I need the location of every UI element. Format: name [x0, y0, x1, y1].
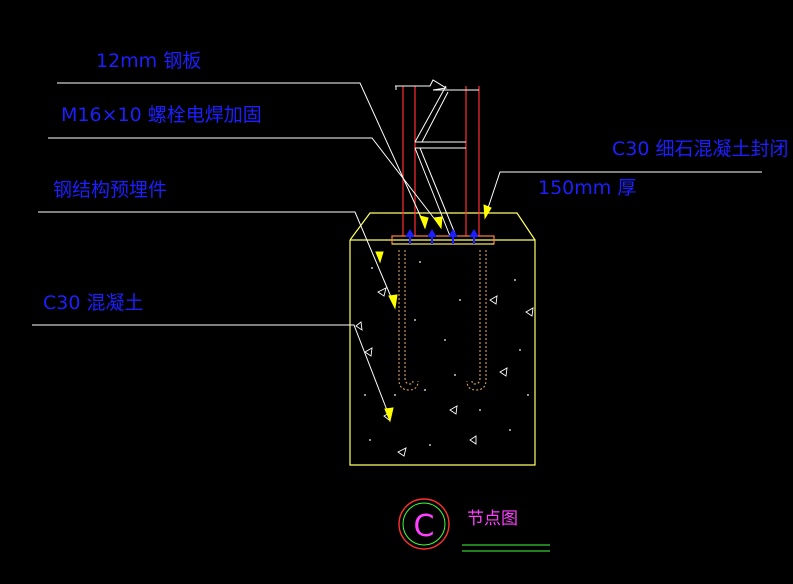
leader-embedded-part: [38, 211, 395, 305]
bolt-markers: [405, 229, 479, 244]
seal-cap-outline: [349, 212, 536, 241]
label-concrete: C30 混凝土: [43, 292, 143, 314]
label-seal-line2: 150mm 厚: [538, 177, 636, 199]
label-steel-plate: 12mm 钢板: [96, 50, 201, 72]
concrete-dots: [364, 261, 529, 446]
leader-concrete: [32, 324, 391, 419]
title-block: C 节点图: [398, 498, 550, 552]
concrete-pedestal: [349, 212, 536, 466]
label-bolt: M16×10 螺栓电焊加固: [61, 104, 262, 126]
concrete-hatch: [355, 287, 534, 457]
label-seal-line1: C30 细石混凝土封闭: [612, 138, 788, 160]
title-circle-outer: [398, 498, 450, 550]
steel-column: [402, 86, 480, 236]
anchor-bolts: [398, 250, 487, 391]
leader-arrows: [375, 204, 492, 423]
title-caption: 节点图: [467, 509, 518, 529]
leader-lines: [32, 82, 762, 419]
pedestal-outline: [349, 239, 536, 466]
title-letter: C: [414, 509, 435, 544]
label-embedded-part: 钢结构预埋件: [53, 179, 167, 201]
leader-bolt: [48, 137, 441, 227]
column-bracing: [395, 79, 479, 237]
title-circle-inner: [402, 502, 446, 546]
leader-seal: [485, 171, 762, 215]
